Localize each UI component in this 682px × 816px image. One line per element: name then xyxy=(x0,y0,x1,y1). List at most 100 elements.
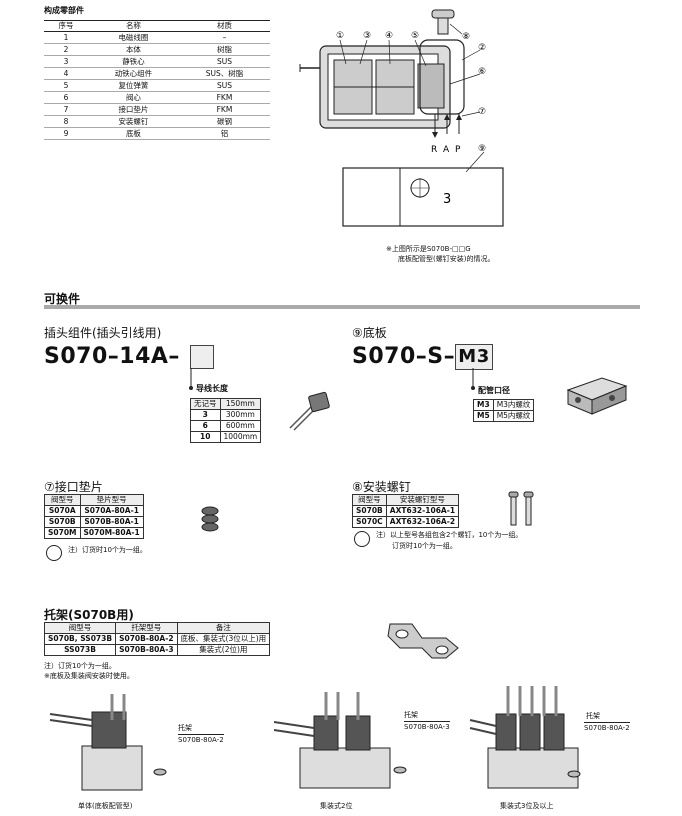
screw-note-2: 订货时10个为一组。 xyxy=(392,542,457,550)
parts-table-cell: 6 xyxy=(44,91,88,104)
parts-table-cell: – xyxy=(178,31,270,44)
magnifier-icon xyxy=(46,545,62,561)
parts-table-cell: 9 xyxy=(44,127,88,140)
illus-1-caption: 单体(底板配管型) xyxy=(78,802,133,810)
plug-table-cell: 300mm xyxy=(219,409,262,421)
plug-table-cell: 10 xyxy=(190,431,221,443)
replaceable-title: 可换件 xyxy=(44,292,81,306)
parts-table-cell: FKM xyxy=(178,103,270,116)
parts-header-name: 名称 xyxy=(87,20,179,32)
bracket-table-cell: 底板、集装式(3位以上)用 xyxy=(176,633,271,645)
illus-2-callout-title: 托架 xyxy=(404,711,418,719)
bracket-title: 托架(S070B用) xyxy=(44,608,134,622)
baseplate-leader xyxy=(471,368,475,390)
plate-number: 3 xyxy=(443,192,451,207)
manifold-3-illustration xyxy=(469,686,581,789)
bracket-table-cell: S070B-80A-3 xyxy=(115,644,178,656)
parts-table-cell: 7 xyxy=(44,103,88,116)
screw-table-cell: AXT632-106A-2 xyxy=(385,516,460,528)
illus-3-callout-title: 托架 xyxy=(586,712,600,720)
parts-table-cell: 5 xyxy=(44,79,88,92)
parts-table-cell: FKM xyxy=(178,91,270,104)
plug-label: 导线长度 xyxy=(196,384,228,393)
magnifier-icon-screw xyxy=(354,531,370,547)
bracket-note-1: 注）订货10个为一组。 xyxy=(44,662,116,670)
gasket-table-cell: S070A xyxy=(44,505,81,517)
gasket-note: 注）订货时10个为一组。 xyxy=(68,546,147,554)
parts-table-cell: 8 xyxy=(44,115,88,128)
diagram-note-1: ※上图所示是S070B-□□G xyxy=(386,245,471,253)
diagram-note-2: 底板配管型(螺钉安装)的情况。 xyxy=(398,255,495,263)
plug-assembly-image xyxy=(289,391,330,431)
screw-image xyxy=(508,491,534,526)
callout-2: ② xyxy=(478,43,486,53)
gasket-header-model: 垫片型号 xyxy=(79,494,144,506)
plug-title: 插头组件(插头引线用) xyxy=(44,326,162,340)
callout-3: ③ xyxy=(363,31,371,41)
screw-table-cell: AXT632-106A-1 xyxy=(385,505,460,517)
baseplate-model-code: M3 xyxy=(455,344,493,370)
bracket-table-cell: S070B-80A-2 xyxy=(115,633,178,645)
screw-header-valve: 阀型号 xyxy=(352,494,387,506)
illus-3-callout-model: S070B-80A-2 xyxy=(584,722,630,732)
parts-table-cell: 1 xyxy=(44,31,88,44)
screw-header-model: 安装螺钉型号 xyxy=(385,494,460,506)
screw-table-cell: S070C xyxy=(352,516,387,528)
callout-8: ⑧ xyxy=(462,32,470,42)
parts-table-cell: SUS xyxy=(178,79,270,92)
baseplate-image xyxy=(566,377,628,415)
gasket-header-valve: 阀型号 xyxy=(44,494,81,506)
plug-table-cell: 600mm xyxy=(219,420,262,432)
parts-table-cell: SUS、树脂 xyxy=(178,67,270,80)
baseplate-table-cell: M3 xyxy=(473,399,494,411)
plug-table-cell: 3 xyxy=(190,409,221,421)
port-p: P xyxy=(455,145,461,155)
illus-2-callout-model: S070B-80A-3 xyxy=(404,721,450,731)
gasket-image xyxy=(201,506,219,532)
bracket-table-cell: 集装式(2位)用 xyxy=(176,644,271,656)
baseplate-title: ⑨底板 xyxy=(352,326,387,340)
bracket-note-2: ※底板及集装阀安装时使用。 xyxy=(44,672,134,680)
baseplate-label: 配管口径 xyxy=(478,386,510,395)
parts-table-cell: 动铁心组件 xyxy=(87,67,179,80)
illus-1-callout-title: 托架 xyxy=(178,724,192,732)
gasket-table-cell: S070A-80A-1 xyxy=(79,505,144,517)
parts-table-cell: SUS xyxy=(178,55,270,68)
parts-table-cell: 碳钢 xyxy=(178,115,270,128)
plug-model: S070–14A– xyxy=(44,344,180,369)
port-r: R xyxy=(431,145,437,155)
parts-table-cell: 安装螺钉 xyxy=(87,115,179,128)
plug-table-cell: 1000mm xyxy=(219,431,262,443)
illus-1-callout-model: S070B-80A-2 xyxy=(178,734,224,744)
valve-section-diagram: ① ③ ④ ⑤ ⑧ ② ⑥ ⑦ R A P xyxy=(299,9,486,155)
bracket-header-model: 托架型号 xyxy=(115,622,178,634)
baseplate-table-cell: M5 xyxy=(473,410,494,422)
parts-table-cell: 复位弹簧 xyxy=(87,79,179,92)
single-valve-illustration xyxy=(49,694,167,791)
parts-table-cell: 接口垫片 xyxy=(87,103,179,116)
baseplate-table-cell: M3内螺纹 xyxy=(492,399,535,411)
baseplate-model: S070–S– xyxy=(352,344,456,369)
illus-2-caption: 集装式2位 xyxy=(320,802,353,810)
parts-table-cell: 静铁心 xyxy=(87,55,179,68)
illus-3-caption: 集装式3位及以上 xyxy=(500,802,554,810)
plug-table-cell: 6 xyxy=(190,420,221,432)
plug-model-code-box xyxy=(190,345,214,369)
parts-header-material: 材质 xyxy=(178,20,270,32)
bracket-table-cell: S070B, SS073B xyxy=(43,633,117,645)
